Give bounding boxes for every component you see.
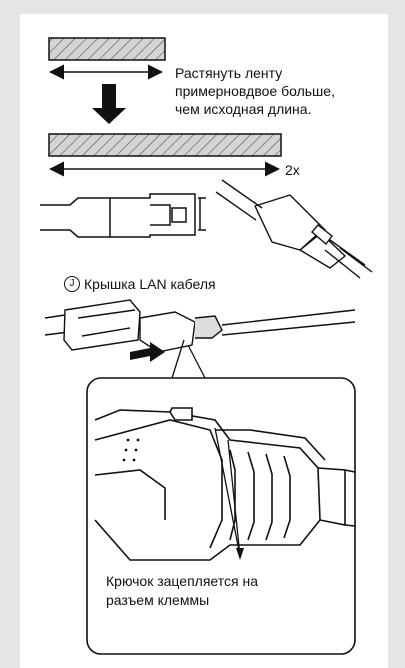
hook-callout-text: Крючок зацепляется на разъем клеммы — [106, 573, 258, 608]
part-label: J Крышка LAN кабеля — [64, 275, 216, 293]
plug-dots — [122, 438, 140, 462]
scale-label: 2x — [285, 162, 300, 178]
plug-closeup — [94, 407, 356, 561]
part-letter-badge: J — [64, 276, 80, 292]
callout-box — [86, 377, 356, 655]
hook-pointers — [214, 427, 241, 557]
tape-short — [48, 37, 166, 61]
hook-arrow-icon — [236, 548, 244, 560]
part-name: Крышка LAN кабеля — [84, 276, 216, 292]
arrow-down-icon — [92, 84, 126, 124]
tape-long — [48, 133, 282, 157]
cable-side-view — [40, 193, 206, 238]
stretch-instruction: Растянуть ленту примерновдвое больше, че… — [175, 65, 335, 117]
cable-with-cap — [44, 299, 356, 353]
cable-diagonal-view — [215, 179, 373, 279]
push-arrow-icon — [130, 342, 165, 362]
